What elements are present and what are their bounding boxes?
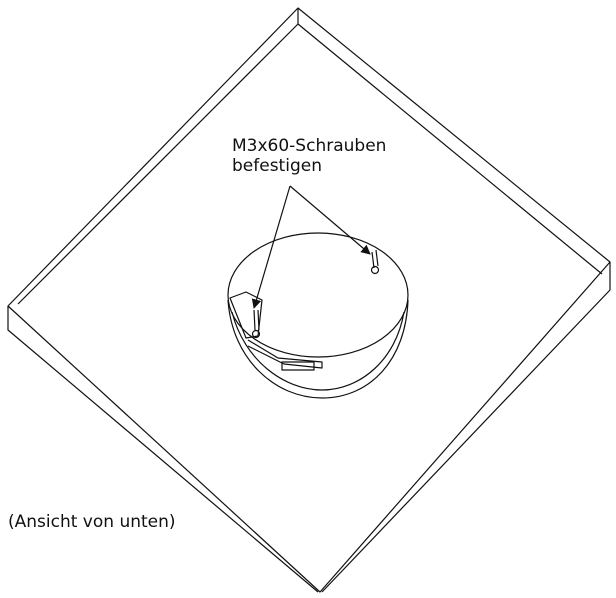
callout-line-1: M3x60-Schrauben: [232, 136, 387, 156]
plate-edge-left: [7, 306, 319, 593]
dome-rim: [227, 232, 409, 358]
screw-callout-label: M3x60-Schrauben befestigen: [232, 136, 386, 176]
plate-top-face: [7, 7, 611, 593]
leader-arrow-right: [289, 185, 371, 255]
cable-slot: [281, 361, 315, 371]
mount-bracket: [229, 291, 263, 339]
dome-body: [227, 299, 409, 399]
screw-right: [370, 265, 380, 275]
plate-edge-right: [321, 262, 611, 593]
callout-line-2: befestigen: [232, 156, 322, 176]
view-note-label: (Ansicht von unten): [8, 512, 176, 532]
screw-left: [251, 329, 261, 339]
leader-arrow-left: [251, 185, 291, 309]
